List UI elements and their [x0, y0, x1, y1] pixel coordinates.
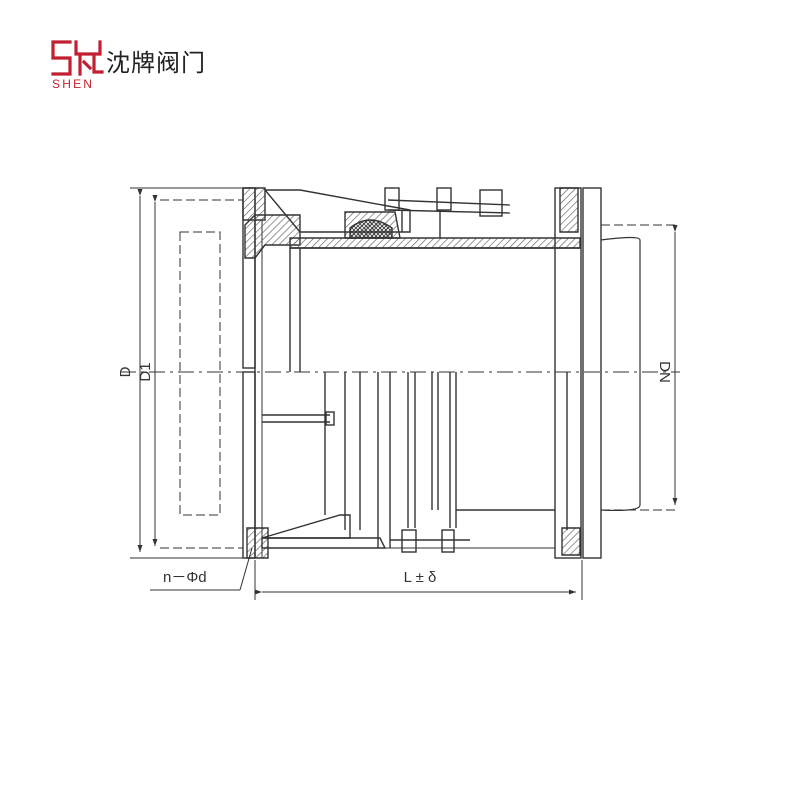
dim-label-bolt-holes: n－Φd [163, 569, 207, 586]
logo-mark-icon [51, 40, 104, 76]
tie-rod [384, 187, 511, 238]
dim-label-length: L ± δ [404, 569, 437, 586]
gland-packing [263, 189, 581, 249]
brand-name-cn: 沈牌阀门 [106, 49, 206, 77]
left-pipe-outline [160, 199, 243, 549]
dim-label-d: D [117, 366, 134, 377]
dim-label-dn: DN [656, 361, 673, 383]
brand-name-en: SHEN [52, 77, 95, 91]
lower-section [261, 372, 555, 553]
right-pipe [600, 224, 675, 512]
brand-logo: 沈牌阀门 SHEN [50, 38, 250, 98]
dimension-lines [130, 187, 678, 600]
right-flange [554, 187, 602, 559]
dim-label-d1: D1 [137, 362, 154, 381]
sleeve-body [289, 247, 580, 372]
